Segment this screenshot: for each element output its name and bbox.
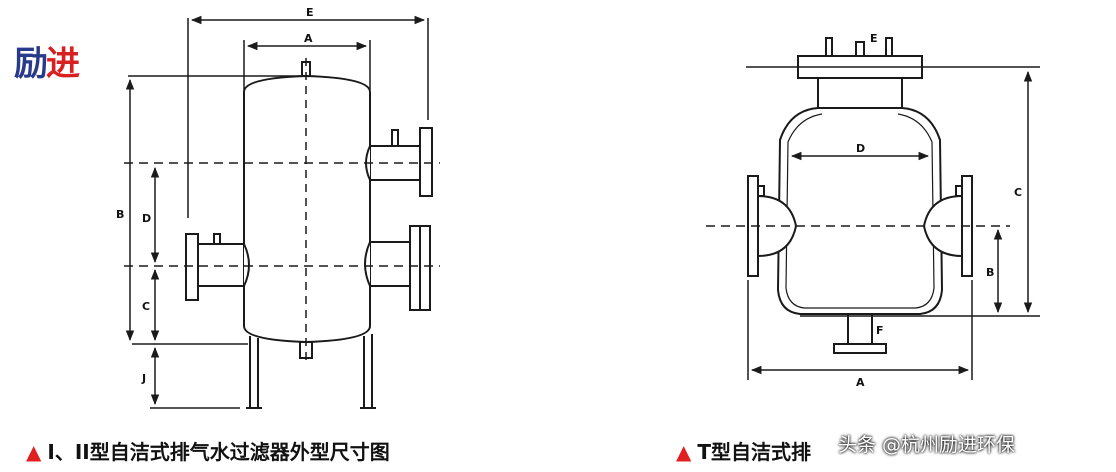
caption-right-triangle-icon: ▲ xyxy=(676,440,692,464)
logo-part-1: 励 xyxy=(14,44,48,84)
left-dimension-labels: E A B D C J xyxy=(116,6,314,385)
label-right-E: E xyxy=(870,32,878,45)
left-dimensions xyxy=(124,15,440,409)
logo-part-2: 进 xyxy=(46,44,80,84)
left-nozzle-left xyxy=(198,243,250,287)
logo: 励进 xyxy=(14,36,80,85)
right-neck xyxy=(817,78,903,108)
label-right-B: B xyxy=(986,266,994,279)
label-right-D: D xyxy=(856,142,865,155)
label-left-C: C xyxy=(142,300,150,313)
caption-right-text: T型自洁式排 xyxy=(697,440,812,464)
label-left-A: A xyxy=(304,32,313,45)
caption-left: ▲I、II型自洁式排气水过滤器外型尺寸图 xyxy=(26,436,390,465)
right-bottom-outlet xyxy=(847,314,873,344)
right-vessel-body xyxy=(776,107,944,315)
label-left-J: J xyxy=(141,372,146,385)
source-credit: 头条 @杭州励进环保 xyxy=(838,434,1016,456)
caption-left-triangle-icon: ▲ xyxy=(26,440,42,464)
right-dimensions xyxy=(746,66,1040,380)
label-right-F: F xyxy=(876,324,884,337)
label-right-A: A xyxy=(856,376,865,389)
caption-right: ▲T型自洁式排 xyxy=(676,436,811,465)
right-dimension-labels: E D C B F A xyxy=(856,32,1022,389)
label-left-B: B xyxy=(116,208,124,221)
label-left-D: D xyxy=(142,212,151,225)
right-filter-diagram xyxy=(706,37,1010,354)
left-nozzle-lower-right xyxy=(364,241,410,287)
label-left-E: E xyxy=(306,6,314,19)
label-right-C: C xyxy=(1014,186,1022,199)
left-vessel-body xyxy=(243,74,371,344)
caption-left-text: I、II型自洁式排气水过滤器外型尺寸图 xyxy=(47,440,390,464)
left-filter-diagram xyxy=(185,58,433,409)
